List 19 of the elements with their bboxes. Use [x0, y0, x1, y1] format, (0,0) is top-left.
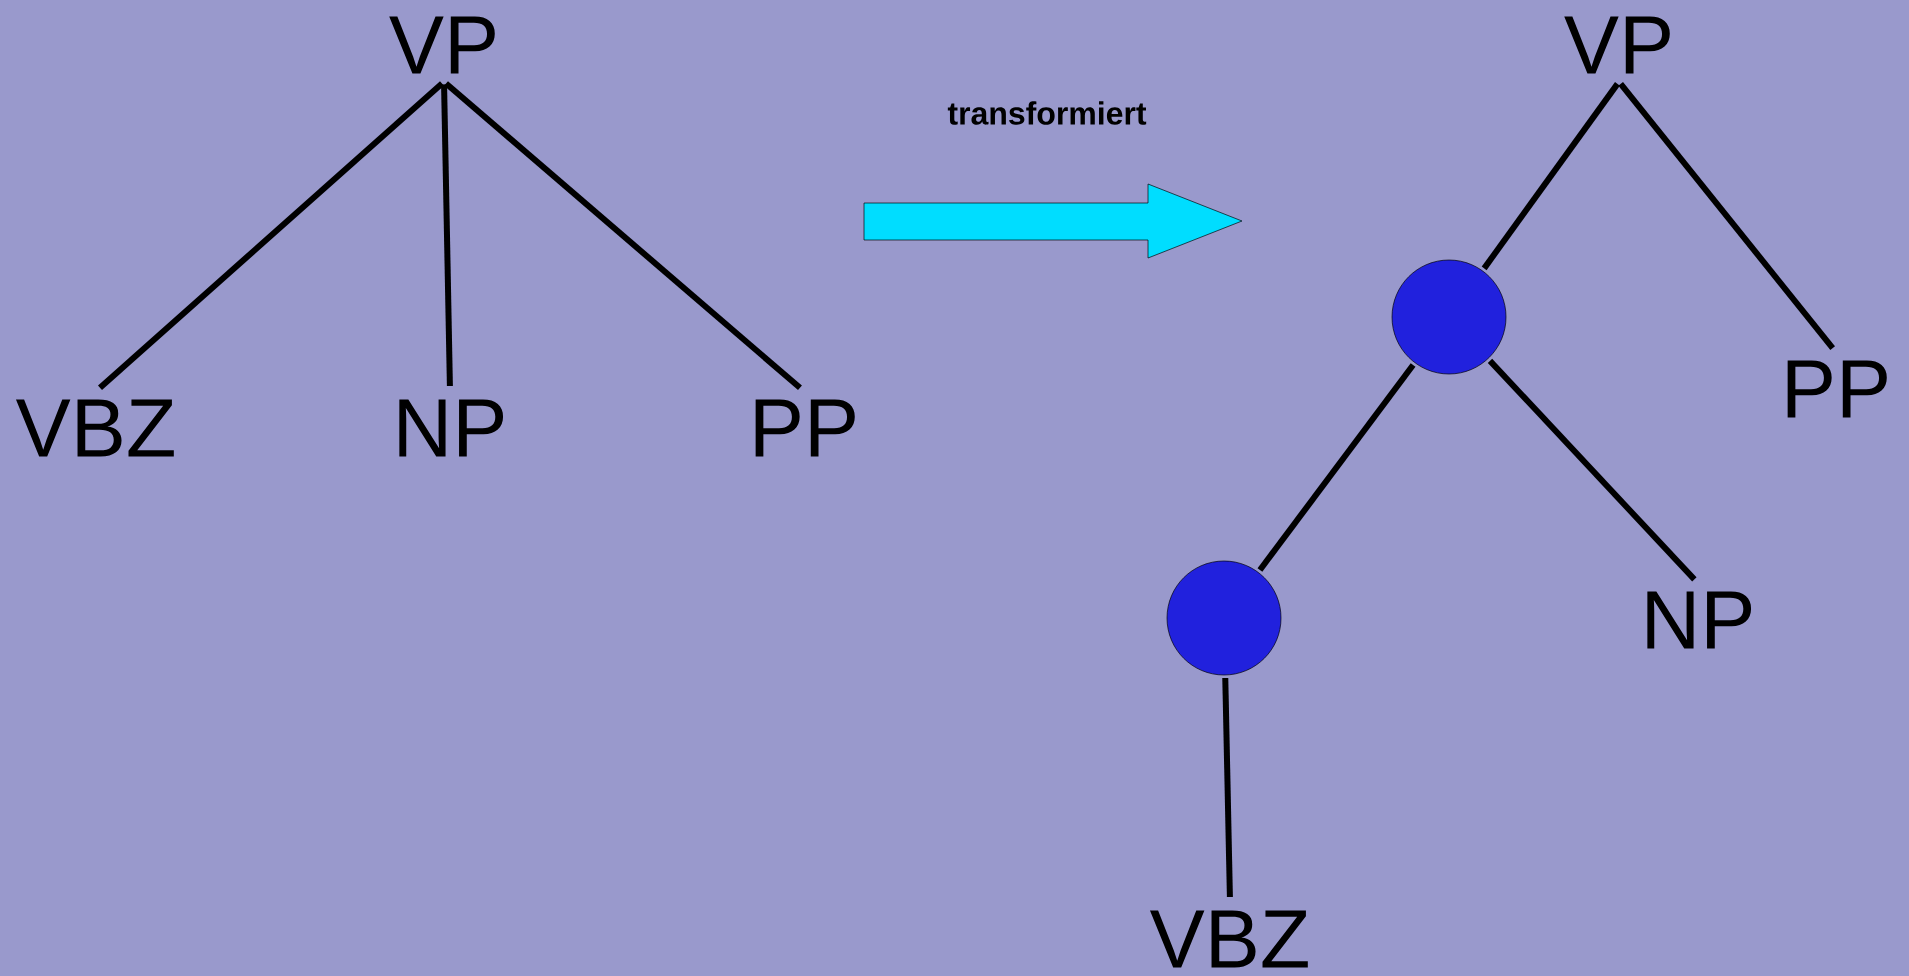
arrow-label: transformiert — [947, 101, 1147, 125]
tree-branch — [1481, 82, 1620, 271]
tree-label: PP — [1787, 360, 1887, 418]
tree-branch — [98, 81, 444, 390]
tree-branch — [1222, 677, 1233, 898]
tree-branch — [1487, 358, 1697, 582]
tree-branch — [1257, 363, 1416, 572]
tree-label: VP — [1564, 16, 1670, 74]
tree-label: NP — [399, 399, 504, 457]
tree-branch — [444, 81, 802, 391]
tree-label: PP — [755, 399, 855, 457]
tree-node-circle — [1391, 259, 1507, 375]
tree-branch — [1618, 81, 1836, 351]
tree-label: VP — [389, 16, 495, 74]
tree-label: VBZ — [1150, 910, 1308, 968]
tree-node-circle — [1166, 560, 1282, 676]
tree-label: VBZ — [16, 399, 174, 457]
tree-label: NP — [1647, 591, 1752, 649]
tree-branch — [441, 84, 453, 387]
